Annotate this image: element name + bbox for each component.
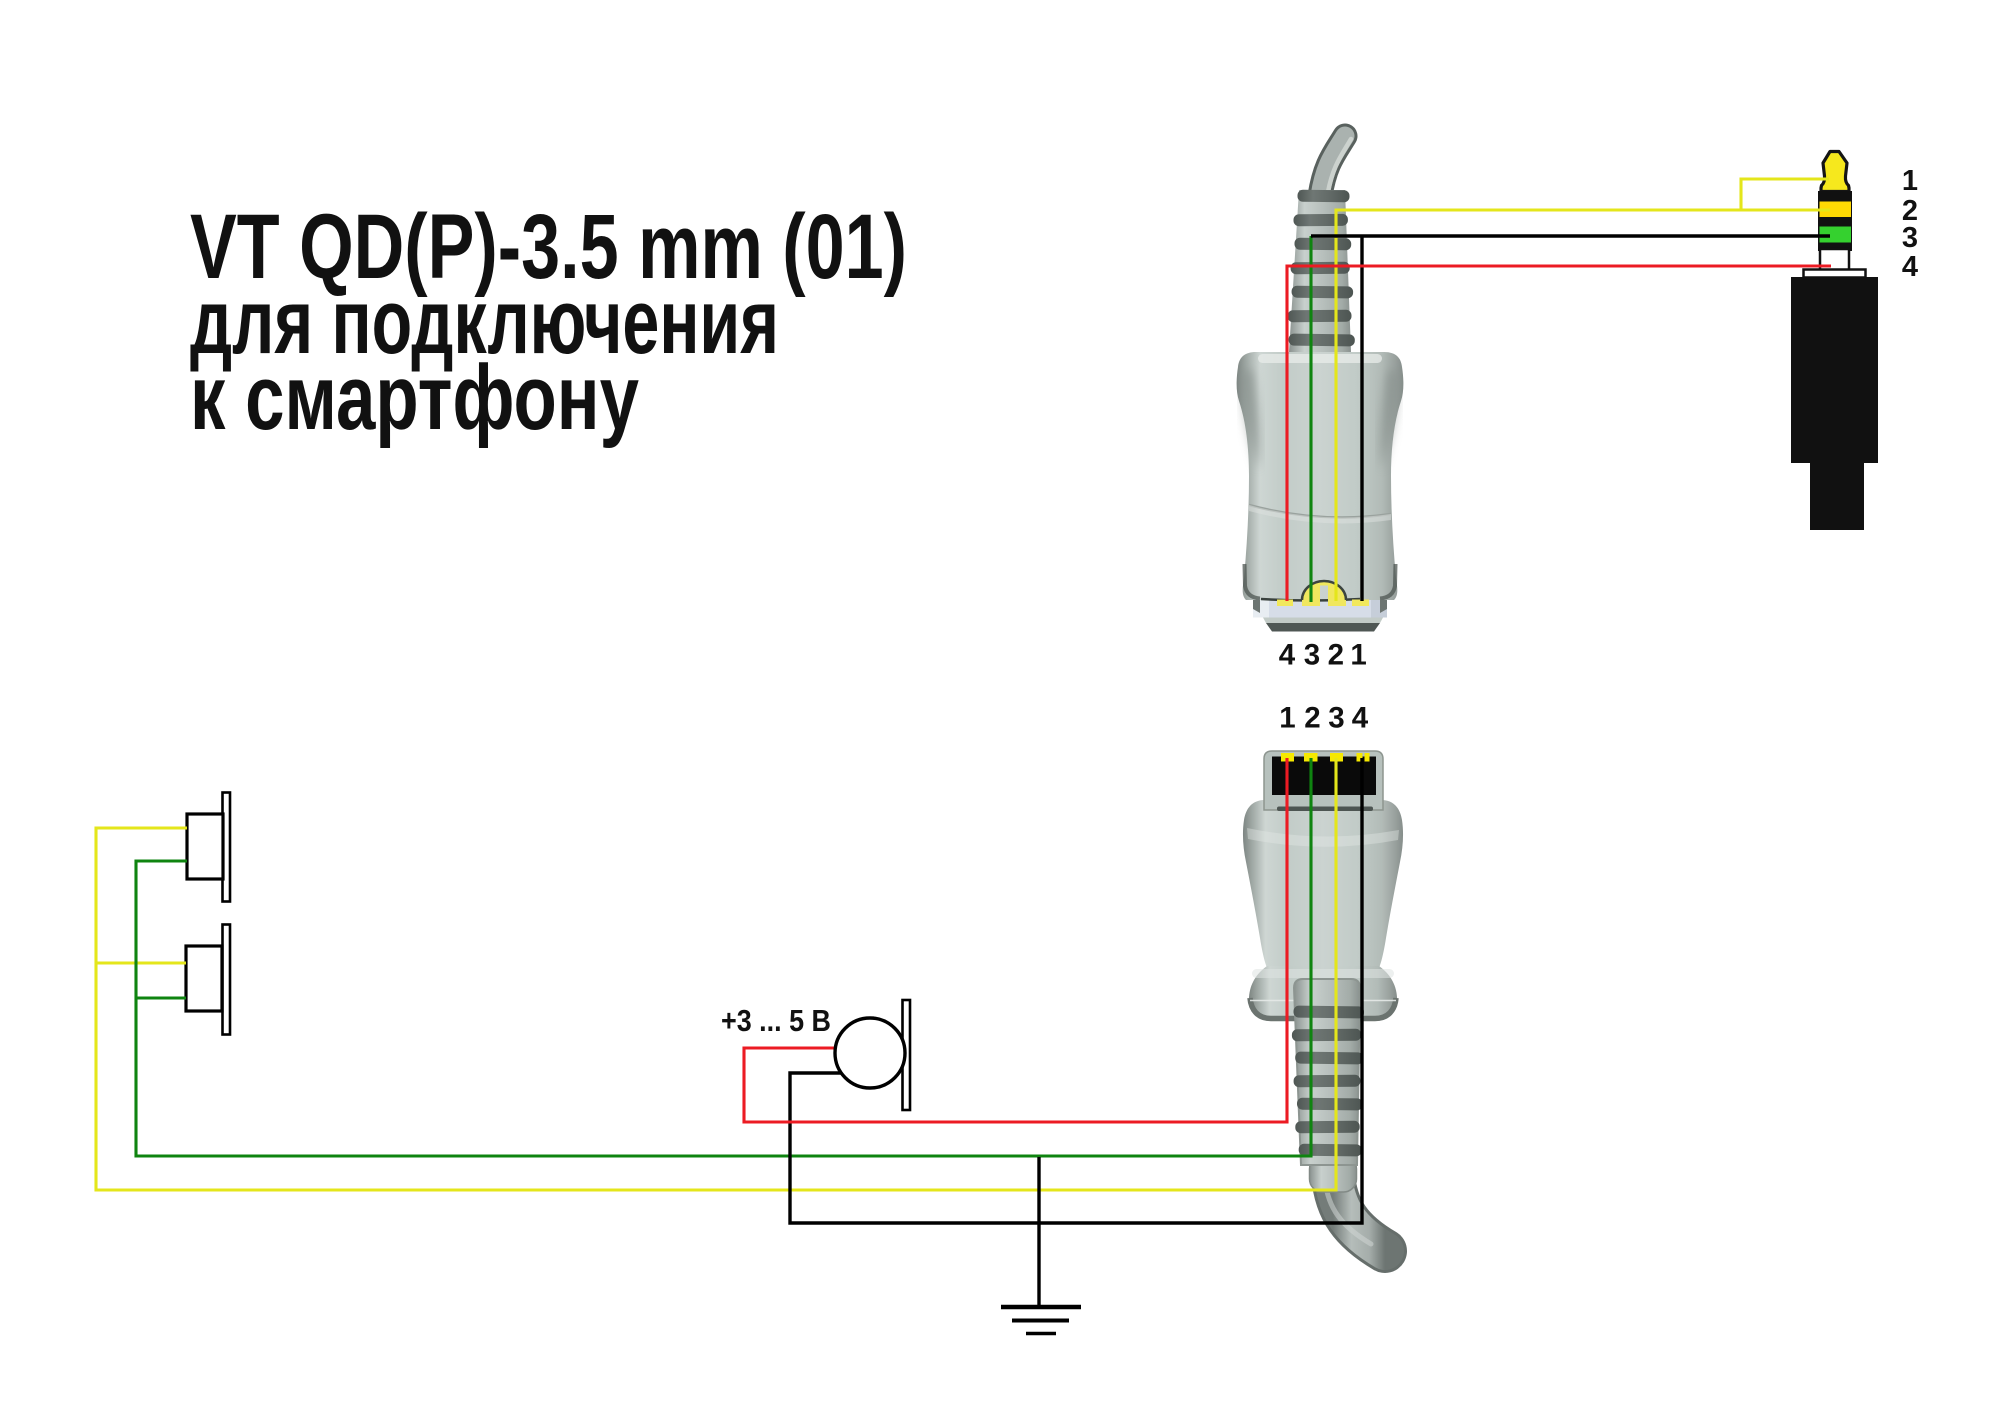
svg-text:4: 4 [1902,251,1918,283]
svg-text:для подключения: для подключения [190,271,779,373]
svg-text:1: 1 [1350,639,1366,672]
svg-text:3: 3 [1328,702,1344,735]
svg-text:2: 2 [1304,702,1320,735]
svg-text:+3 ... 5 В: +3 ... 5 В [721,1003,831,1038]
svg-text:VT QD(P)-3.5 mm (01): VT QD(P)-3.5 mm (01) [190,196,907,298]
svg-text:3: 3 [1902,222,1918,254]
svg-text:1: 1 [1902,165,1918,197]
svg-text:4: 4 [1352,702,1369,735]
svg-text:4: 4 [1279,639,1296,672]
svg-text:2: 2 [1902,195,1918,227]
svg-text:3: 3 [1304,639,1320,672]
svg-text:2: 2 [1328,639,1344,672]
svg-text:1: 1 [1279,702,1295,735]
svg-text:к смартфону: к смартфону [190,347,639,449]
